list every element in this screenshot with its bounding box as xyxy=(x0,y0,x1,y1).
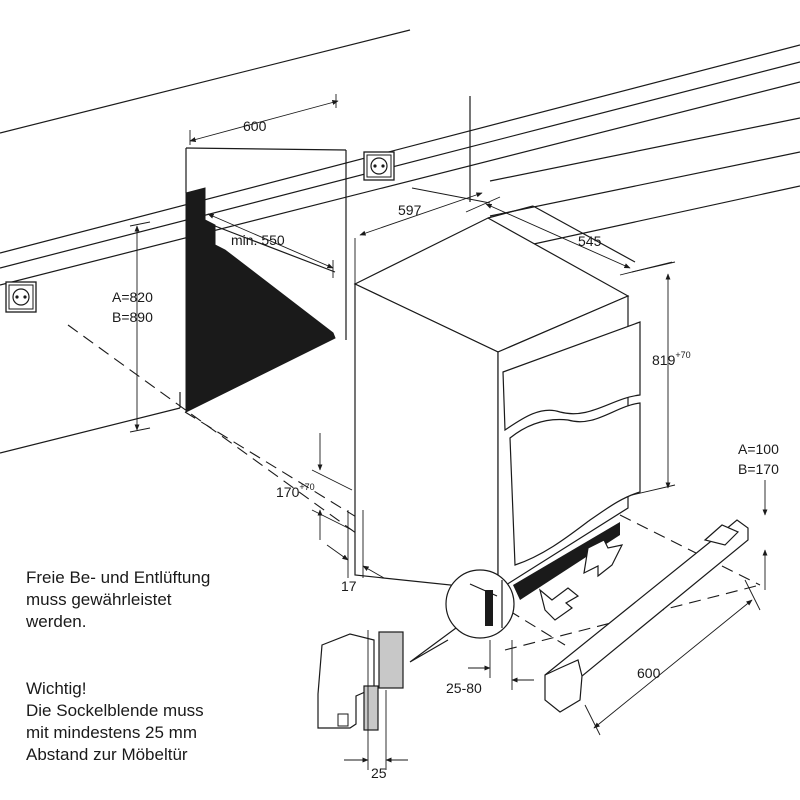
label-plinth-height-a: A=100 xyxy=(738,441,779,457)
dimension-appliance-height: 819+70 xyxy=(631,261,691,496)
dimension-niche-width: 600 xyxy=(189,94,339,145)
ventilation-note-line-2: muss gewährleistet xyxy=(26,590,172,609)
dimension-door-offset: 25-80 xyxy=(446,640,534,696)
svg-text:819+70: 819+70 xyxy=(652,350,691,368)
label-plinth-height-b: B=170 xyxy=(738,461,779,477)
svg-text:170+70: 170+70 xyxy=(276,482,315,500)
important-note-line-2: mit mindestens 25 mm xyxy=(26,723,197,742)
important-note: Wichtig! Die Sockelblende muss mit minde… xyxy=(26,678,204,766)
power-socket-icon xyxy=(5,281,37,313)
dimension-appliance-width: 597 xyxy=(354,187,491,290)
label-door-offset: 25-80 xyxy=(446,680,482,696)
label-niche-height-a: A=820 xyxy=(112,289,153,305)
label-appliance-height-tolerance: +70 xyxy=(675,350,690,360)
dimension-plinth-width: 600 xyxy=(584,579,761,736)
dimension-appliance-depth: 545 xyxy=(465,196,673,276)
label-min-plinth-distance: 25 xyxy=(371,765,387,781)
ventilation-note-line-3: werden. xyxy=(26,612,87,631)
label-appliance-depth: 545 xyxy=(578,233,602,249)
label-plinth-gap-tolerance: +70 xyxy=(299,482,314,492)
detail-callout xyxy=(409,569,515,663)
dimension-plinth-gap: 170+70 xyxy=(276,433,353,540)
label-plinth-gap: 170 xyxy=(276,484,300,500)
label-niche-width: 600 xyxy=(243,118,267,134)
important-note-line-3: Abstand zur Möbeltür xyxy=(26,745,188,764)
detail-section: 25 xyxy=(317,630,408,781)
label-niche-depth: min. 550 xyxy=(231,232,285,248)
dimension-plinth-height: A=100 B=170 xyxy=(738,441,779,590)
label-appliance-width: 597 xyxy=(398,202,422,218)
niche-opening xyxy=(185,147,347,413)
label-plinth-width: 600 xyxy=(637,665,661,681)
important-note-heading: Wichtig! xyxy=(26,679,87,698)
airflow-arrow-icon xyxy=(538,539,624,621)
niche-cavity xyxy=(185,187,336,413)
power-socket-icon xyxy=(363,151,395,181)
label-niche-height-b: B=890 xyxy=(112,309,153,325)
dimension-side-offset: 17 xyxy=(326,510,385,594)
dimension-niche-depth: min. 550 xyxy=(207,213,334,278)
important-note-line-1: Die Sockelblende muss xyxy=(26,701,204,720)
ventilation-note-line-1: Freie Be- und Entlüftung xyxy=(26,568,211,587)
ventilation-note: Freie Be- und Entlüftung muss gewährleis… xyxy=(26,567,210,633)
label-appliance-height: 819 xyxy=(652,352,676,368)
appliance xyxy=(353,205,641,600)
label-side-offset: 17 xyxy=(341,578,357,594)
dimension-niche-height: A=820 B=890 xyxy=(112,221,153,433)
